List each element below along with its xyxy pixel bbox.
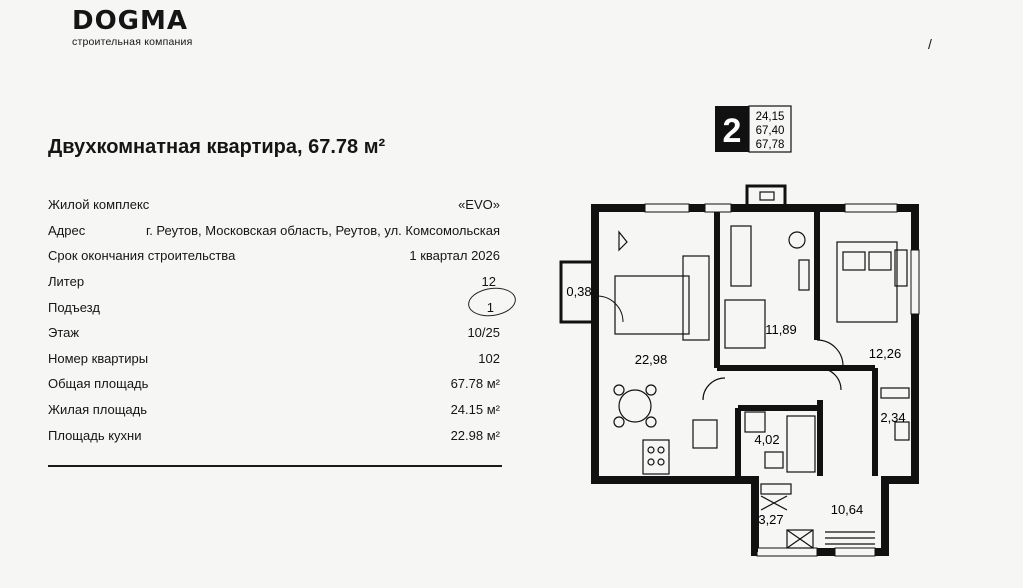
spec-row-number: Номер квартиры 102 <box>48 346 500 372</box>
spec-value: 10/25 <box>467 325 500 341</box>
spec-value: 12 <box>481 274 496 290</box>
interior-walls <box>714 212 878 552</box>
rooms-count: 2 <box>723 112 742 150</box>
spec-row-living-area: Жилая площадь 24.15 м² <box>48 397 500 423</box>
spec-value: 22.98 м² <box>450 427 500 443</box>
spec-row-floor: Этаж 10/25 <box>48 320 500 346</box>
spec-label: Этаж <box>48 325 80 341</box>
brand-logo: DOGMA строительная компания <box>72 6 192 48</box>
pen-mark: / <box>928 36 932 52</box>
spec-label: Подъезд <box>48 299 100 315</box>
area-bedroom: 12,26 <box>869 346 902 361</box>
area-wc: 2,34 <box>880 410 905 425</box>
brand-tagline: строительная компания <box>72 36 193 48</box>
spec-label: Жилой комплекс <box>48 197 150 213</box>
summary-total: 67,40 <box>756 125 785 137</box>
rooms-badge <box>715 106 749 152</box>
balcony <box>559 260 599 324</box>
area-summary-box <box>748 105 792 153</box>
spec-label: Литер <box>48 274 85 290</box>
spec-value: 67.78 м² <box>450 376 500 392</box>
spec-label: Адрес <box>48 222 86 238</box>
area-balcony: 0,38 <box>566 284 591 299</box>
spec-value: 24.15 м² <box>450 402 500 418</box>
spec-value: 1 квартал 2026 <box>409 248 500 264</box>
spec-row-complex: Жилой комплекс «EVO» <box>48 192 500 218</box>
spec-label: Жилая площадь <box>48 402 148 418</box>
spec-value: г. Реутов, Московская область, Реутов, у… <box>146 222 500 238</box>
spec-row-deadline: Срок окончания строительства 1 квартал 2… <box>48 243 500 269</box>
summary-living: 24,15 <box>756 111 785 123</box>
spec-row-liter: Литер 12 <box>48 269 500 295</box>
area-bath: 4,02 <box>754 432 779 447</box>
spec-label: Площадь кухни <box>48 427 142 443</box>
area-kitchen-living: 22,98 <box>635 352 668 367</box>
bathroom-fixtures <box>702 367 910 549</box>
spec-value: 102 <box>478 350 500 366</box>
spec-label: Номер квартиры <box>48 350 149 366</box>
kitchen-furniture <box>613 230 718 475</box>
spec-value: «EVO» <box>458 197 500 213</box>
spec-row-kitchen-area: Площадь кухни 22.98 м² <box>48 422 500 448</box>
spec-row-entrance: Подъезд 1 <box>48 294 500 320</box>
spec-row-address: Адрес г. Реутов, Московская область, Реу… <box>48 218 500 244</box>
spec-value: 1 <box>486 299 494 315</box>
spec-label: Срок окончания строительства <box>48 248 236 264</box>
brand-name: DOGMA <box>72 6 189 36</box>
area-storage: 3,27 <box>758 512 783 527</box>
area-hall: 10,64 <box>831 502 864 517</box>
center-room-furniture <box>724 225 810 349</box>
windows <box>644 203 920 557</box>
spec-list: Жилой комплекс «EVO» Адрес г. Реутов, Мо… <box>48 192 500 448</box>
divider-line <box>48 465 502 467</box>
summary-gross: 67,78 <box>756 139 785 151</box>
spec-label: Общая площадь <box>48 376 149 392</box>
spec-row-total-area: Общая площадь 67.78 м² <box>48 371 500 397</box>
floor-plan: 2 24,15 67,40 67,78 <box>559 105 920 557</box>
apartment-title: Двухкомнатная квартира, 67.78 м² <box>48 136 386 158</box>
bedroom-furniture <box>816 241 908 367</box>
area-room-center: 11,89 <box>765 322 797 337</box>
